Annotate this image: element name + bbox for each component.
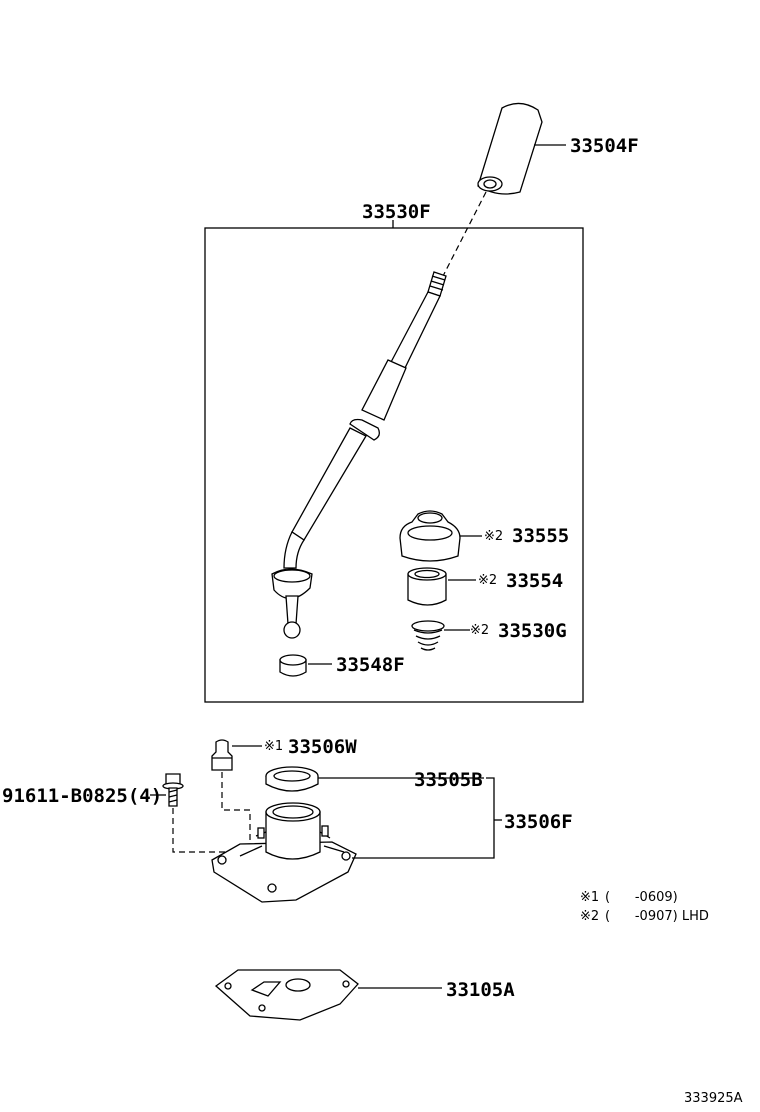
- callout-pin-mark: ※1: [264, 739, 283, 754]
- note-2-mark: ※2: [580, 909, 599, 924]
- bushing[interactable]: [407, 567, 447, 606]
- retainer-seal[interactable]: [265, 766, 319, 792]
- callout-housing-number: 33506F: [504, 811, 573, 833]
- bolt[interactable]: [162, 773, 184, 807]
- lever-assembly-frame: [204, 227, 584, 703]
- callout-bolt-number: 91611-B0825(4): [2, 785, 162, 807]
- callout-retainer-seal-number: 33505B: [414, 769, 483, 791]
- shift-lever[interactable]: [271, 271, 447, 639]
- callout-boot-mark: ※2: [484, 529, 503, 544]
- diagram-id: 333925A: [684, 1091, 743, 1106]
- note-1-mark: ※1: [580, 890, 599, 905]
- callout-spring-number: 33530G: [498, 620, 567, 642]
- callout-lever-assy-number: 33530F: [362, 201, 431, 223]
- footnotes: ※1 ( -0609) ※2 ( -0907) LHD: [580, 890, 709, 924]
- knob-axis-line: [441, 191, 487, 279]
- callout-seat-number: 33548F: [336, 654, 405, 676]
- housing-bracket: [352, 777, 495, 859]
- callout-spring-mark: ※2: [470, 623, 489, 638]
- note-1-text: ( -0609): [605, 890, 678, 905]
- gasket[interactable]: [214, 969, 359, 1021]
- note-2-text: ( -0907) LHD: [605, 909, 709, 924]
- spring[interactable]: [411, 620, 445, 651]
- callout-bushing-mark: ※2: [478, 573, 497, 588]
- shift-knob[interactable]: [477, 102, 543, 195]
- callout-pin-number: 33506W: [288, 736, 357, 758]
- lever-seat[interactable]: [279, 654, 307, 677]
- shift-lever-housing[interactable]: [211, 802, 357, 903]
- pin-axis-line: [221, 772, 251, 852]
- callout-gasket-number: 33105A: [446, 979, 515, 1001]
- callout-knob-number: 33504F: [570, 135, 639, 157]
- pin[interactable]: [211, 739, 233, 771]
- callout-boot-number: 33555: [512, 525, 569, 547]
- callout-bushing-number: 33554: [506, 570, 563, 592]
- shift-boot[interactable]: [399, 510, 461, 562]
